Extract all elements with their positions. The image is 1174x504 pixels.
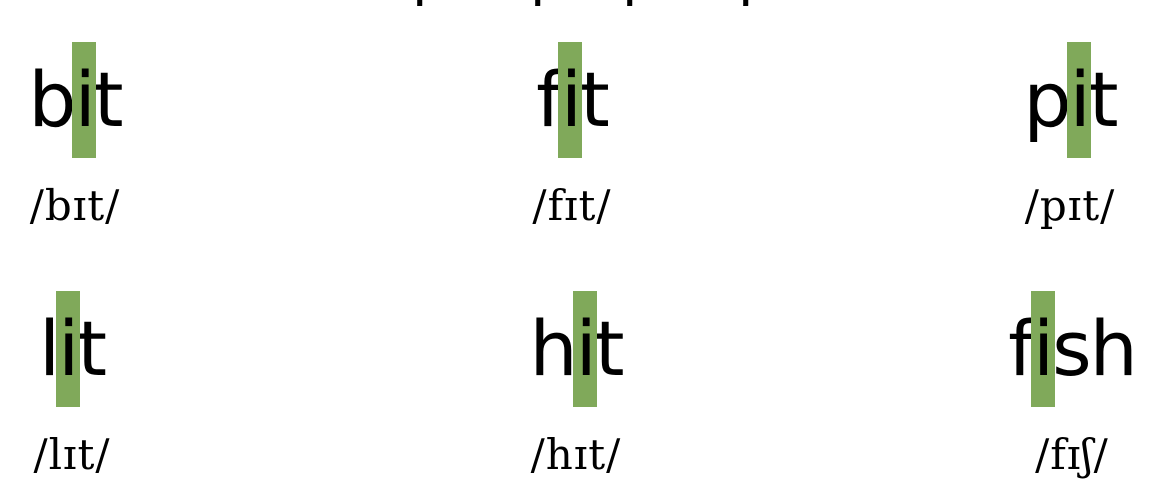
- word-card-fish: fish /fɪʃ/: [942, 291, 1174, 481]
- highlighted-vowel: i: [58, 291, 79, 407]
- ipa-transcription: /fɪʃ/: [1035, 430, 1109, 479]
- highlighted-vowel: i: [75, 42, 96, 158]
- word: lit: [39, 291, 107, 407]
- word: pit: [1023, 42, 1119, 158]
- heading-glyph: ʃ: [622, 0, 641, 6]
- highlighted-vowel: i: [576, 291, 597, 407]
- word: fit: [536, 42, 610, 158]
- word-onset: p: [1023, 55, 1071, 144]
- word-coda: t: [77, 304, 107, 393]
- word-card-hit: hit /hɪt/: [446, 291, 706, 481]
- ipa-transcription: /lɪt/: [33, 430, 111, 479]
- word-card-fit: fit /fɪt/: [442, 42, 702, 232]
- cropped-heading-fragment: ʃ ʃ ʃ ʃ: [0, 0, 1174, 6]
- word-coda: t: [1088, 55, 1119, 144]
- word-coda: t: [580, 55, 610, 144]
- highlighted-vowel: i: [1033, 291, 1054, 407]
- heading-glyph: ʃ: [412, 0, 431, 6]
- word: fish: [1008, 291, 1138, 407]
- word-card-pit: pit /pɪt/: [940, 42, 1174, 232]
- word: hit: [529, 291, 625, 407]
- heading-glyph: ʃ: [738, 0, 757, 6]
- word-card-lit: lit /lɪt/: [0, 291, 202, 481]
- heading-glyph: ʃ: [530, 0, 549, 6]
- word-card-bit: bit /bɪt/: [0, 42, 205, 232]
- ipa-transcription: /hɪt/: [530, 430, 622, 479]
- word: bit: [28, 42, 124, 158]
- word-coda: t: [93, 55, 124, 144]
- ipa-transcription: /pɪt/: [1024, 181, 1116, 230]
- word-onset: f: [536, 55, 563, 144]
- word-coda: t: [594, 304, 625, 393]
- highlighted-vowel: i: [1070, 42, 1091, 158]
- word-onset: h: [529, 304, 577, 393]
- highlighted-vowel: i: [561, 42, 582, 158]
- ipa-transcription: /fɪt/: [532, 181, 612, 230]
- ipa-transcription: /bɪt/: [29, 181, 121, 230]
- word-coda: sh: [1052, 304, 1138, 393]
- word-onset: b: [28, 55, 76, 144]
- word-onset: f: [1008, 304, 1035, 393]
